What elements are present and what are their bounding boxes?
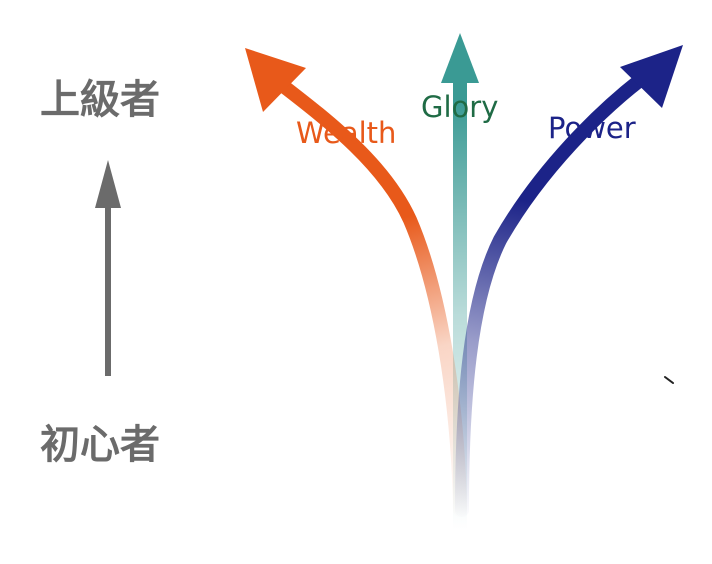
power-arrow-head	[620, 45, 683, 108]
glory-label: Glory	[421, 90, 498, 124]
wealth-label: Wealth	[296, 116, 396, 150]
level-label-beginner: 初心者	[40, 422, 160, 468]
glory-arrow-head	[441, 33, 479, 83]
progress-arrow	[95, 160, 121, 376]
stray-mark	[664, 376, 674, 384]
level-label-advanced: 上級者	[40, 77, 160, 123]
power-arrow	[455, 45, 683, 517]
wealth-arrow-head	[245, 48, 306, 112]
progress-arrow-head	[95, 160, 121, 208]
power-label: Power	[548, 111, 636, 145]
wealth-arrow	[245, 48, 467, 517]
wealth-arrow-shaft	[275, 78, 467, 517]
power-arrow-shaft	[455, 67, 655, 517]
